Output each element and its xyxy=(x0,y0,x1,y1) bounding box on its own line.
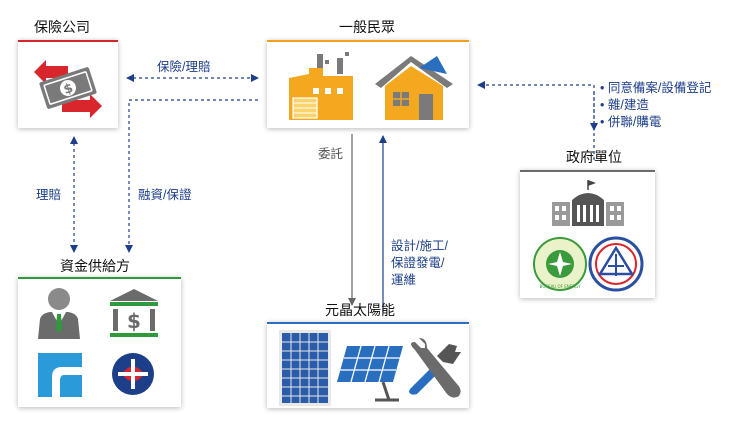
house-icon xyxy=(375,56,453,120)
money-exchange-icon: $ xyxy=(34,60,102,118)
funders-title: 資金供給方 xyxy=(60,258,130,274)
factory-icon xyxy=(289,52,353,120)
label-insurance-households: 保險/理賠 xyxy=(157,60,211,74)
government-card: BUREAU OF ENERGY xyxy=(520,170,655,298)
bank-logo xyxy=(112,353,154,395)
svg-text:$: $ xyxy=(62,81,75,98)
households-card xyxy=(267,40,469,128)
label-insurance-funders: 理賠 xyxy=(36,188,62,202)
svg-text:$: $ xyxy=(127,309,141,333)
finance-logo xyxy=(38,353,82,397)
government-building-icon xyxy=(552,180,624,226)
label-solar-line-3: 運維 xyxy=(391,273,417,287)
label-solar-line-1: 設計/施工/ xyxy=(391,239,448,253)
bureau-of-energy-logo: BUREAU OF ENERGY xyxy=(533,237,587,291)
edge-funders-households xyxy=(125,99,258,253)
label-solar-households: 設計/施工/ 保證發電/ 運維 xyxy=(391,238,448,289)
solar-card xyxy=(267,322,469,408)
insurance-card: $ xyxy=(18,40,118,128)
gov-item-1: 同意備案/設備登記 xyxy=(600,80,711,97)
label-government-households: 同意備案/設備登記 雜/建造 併聯/購電 xyxy=(600,80,711,131)
label-funders-households: 融資/保證 xyxy=(138,188,192,202)
gov-item-3: 併聯/購電 xyxy=(600,114,711,131)
solar-array-icon xyxy=(337,345,403,402)
government-title: 政府單位 xyxy=(566,149,622,165)
solar-panel-icon xyxy=(279,330,331,406)
households-title: 一般民眾 xyxy=(339,19,395,35)
insurance-title: 保險公司 xyxy=(34,19,90,35)
svg-text:BUREAU OF ENERGY: BUREAU OF ENERGY xyxy=(540,284,581,289)
edge-government-households xyxy=(477,81,595,160)
label-solar-line-2: 保證發電/ xyxy=(391,256,445,270)
solar-title: 元晶太陽能 xyxy=(325,302,395,318)
bank-icon: $ xyxy=(110,289,158,337)
businessman-icon xyxy=(38,288,80,339)
funders-card: $ xyxy=(18,277,181,407)
taipower-logo xyxy=(588,236,644,292)
label-households-solar: 委託 xyxy=(318,147,344,161)
tools-icon xyxy=(409,338,461,398)
gov-item-2: 雜/建造 xyxy=(600,97,711,114)
